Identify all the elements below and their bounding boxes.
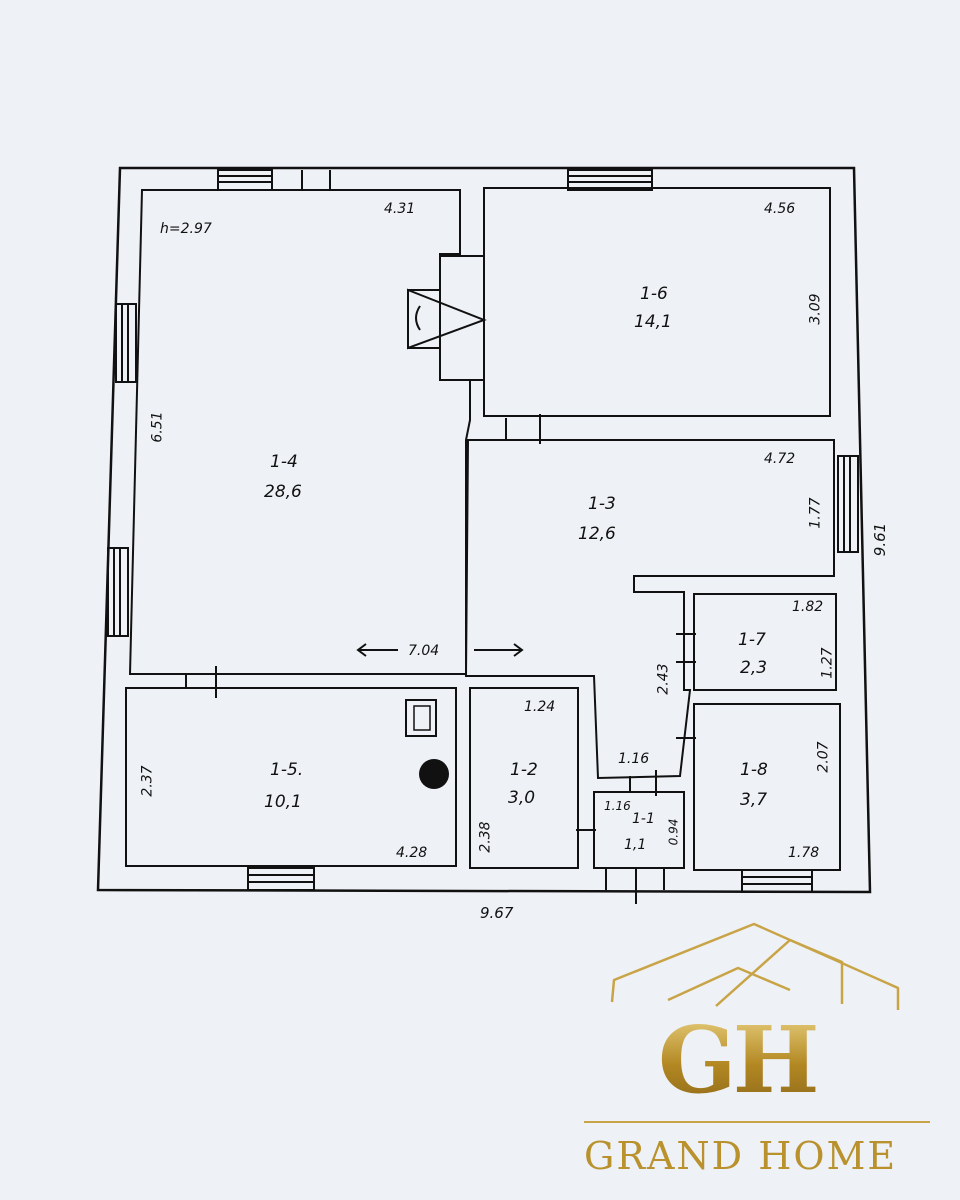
room-1-2-area: 3,0: [508, 788, 536, 808]
dim-room-1-1-height: 0.94: [666, 818, 681, 846]
dim-room-1-8-height: 2.07: [815, 741, 832, 773]
entrance-door: [605, 868, 665, 904]
dim-room-1-1-top: 1.16: [618, 751, 650, 767]
door-top: [301, 170, 331, 190]
stove-icon: [405, 699, 437, 737]
room-1-4-outline: [128, 189, 471, 675]
dim-room-1-6-height: 3.09: [807, 293, 824, 325]
dim-room-1-5-width: 4.28: [396, 845, 428, 861]
room-1-7-outline: [693, 593, 837, 691]
dim-room-1-7-height: 1.27: [819, 647, 836, 679]
logo-name: GRAND HOME: [584, 1134, 898, 1178]
window-bottom-right: [741, 869, 813, 893]
span-arrows: [356, 643, 524, 657]
window-top-right: [567, 169, 653, 191]
dim-room-1-6-width: 4.56: [764, 201, 796, 217]
room-1-1-area: 1,1: [624, 837, 647, 853]
logo-initials: GH: [658, 1006, 819, 1114]
dim-corridor: 2.43: [655, 663, 672, 695]
window-left-upper: [115, 303, 137, 383]
ceiling-height: h=2.97: [160, 221, 212, 237]
logo-roof-icon: [610, 922, 900, 1010]
dim-room-1-7-width: 1.82: [792, 599, 824, 615]
dim-room-1-4-width: 4.31: [384, 201, 416, 217]
room-1-2-id: 1-2: [510, 760, 538, 780]
dim-room-1-1-inner: 1.16: [604, 799, 631, 813]
room-1-5-id: 1-5.: [270, 760, 304, 780]
window-right: [837, 455, 859, 553]
room-1-6-id: 1-6: [640, 284, 668, 304]
dim-room-1-5-height: 2.37: [139, 765, 156, 797]
room-1-6-area: 14,1: [634, 312, 672, 332]
room-1-3-outline: [464, 439, 835, 780]
dim-total-bottom: 9.67: [480, 904, 514, 922]
room-1-3-area: 12,6: [578, 524, 616, 544]
boiler-icon: [419, 759, 449, 789]
fireplace: [407, 255, 487, 381]
room-1-1-id: 1-1: [632, 811, 655, 827]
window-left-lower: [107, 547, 129, 637]
room-1-3-id: 1-3: [588, 494, 616, 514]
dim-room-1-2-width: 1.24: [524, 699, 556, 715]
fireplace-opening: [415, 305, 421, 331]
room-1-5-area: 10,1: [264, 792, 302, 812]
dim-room-1-3-width: 4.72: [764, 451, 796, 467]
window-top-left: [217, 169, 273, 191]
room-1-8-area: 3,7: [740, 790, 768, 810]
outer-wall: [96, 166, 872, 894]
room-1-8-id: 1-8: [740, 760, 768, 780]
dim-span: 7.04: [408, 643, 440, 659]
door-marks: [185, 414, 696, 831]
dim-room-1-4-height: 6.51: [149, 411, 166, 443]
dim-room-1-8-width: 1.78: [788, 845, 820, 861]
room-1-2-outline: [469, 687, 579, 869]
room-1-5-outline: [125, 687, 457, 867]
room-1-4-id: 1-4: [270, 452, 298, 472]
dim-room-1-3-height: 1.77: [807, 497, 824, 529]
room-1-7-id: 1-7: [738, 630, 766, 650]
window-bottom-left: [247, 867, 315, 891]
dim-total-right: 9.61: [871, 522, 890, 557]
room-1-4-area: 28,6: [264, 482, 302, 502]
dim-room-1-2-height: 2.38: [477, 821, 494, 853]
stove-inner-icon: [413, 705, 431, 731]
room-1-7-area: 2,3: [740, 658, 768, 678]
